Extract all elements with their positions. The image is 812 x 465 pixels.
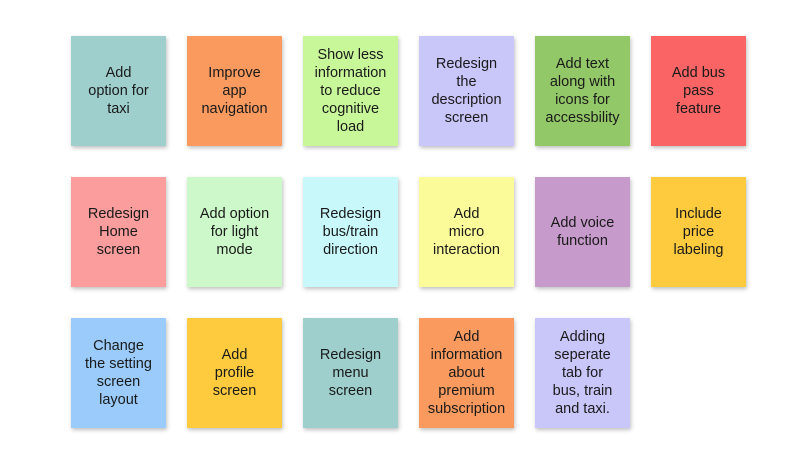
sticky-note-text: Redesign bus/train direction [319,206,382,258]
sticky-note-text: Change the setting screen layout [85,338,152,408]
sticky-note-text: Add bus pass feature [671,65,726,117]
sticky-note: Adding seperate tab for bus, train and t… [535,318,630,428]
sticky-note: Add profile screen [187,318,282,428]
sticky-note-text: Add option for taxi [88,65,149,117]
sticky-note: Show less information to reduce cognitiv… [303,36,398,146]
sticky-note: Redesign bus/train direction [303,177,398,287]
sticky-note: Redesign the description screen [419,36,514,146]
sticky-note-text: Adding seperate tab for bus, train and t… [552,329,613,417]
sticky-note: Add micro interaction [419,177,514,287]
sticky-note-text: Redesign menu screen [319,347,382,399]
sticky-note-text: Add information about premium subscripti… [427,329,506,417]
sticky-note-text: Add voice function [550,215,615,249]
sticky-note: Add option for light mode [187,177,282,287]
sticky-note: Add information about premium subscripti… [419,318,514,428]
sticky-note: Redesign Home screen [71,177,166,287]
sticky-note-text: Add micro interaction [433,206,500,258]
sticky-note: Redesign menu screen [303,318,398,428]
sticky-note: Include price labeling [651,177,746,287]
sticky-note: Add option for taxi [71,36,166,146]
sticky-note: Improve app navigation [187,36,282,146]
sticky-note: Add bus pass feature [651,36,746,146]
sticky-note: Add voice function [535,177,630,287]
sticky-note-text: Add profile screen [212,347,257,399]
sticky-note-text: Add text along with icons for accessbili… [545,56,620,126]
sticky-note-text: Redesign Home screen [87,206,150,258]
sticky-note-text: Show less information to reduce cognitiv… [314,47,387,135]
sticky-note-text: Redesign the description screen [431,56,502,126]
sticky-note: Change the setting screen layout [71,318,166,428]
sticky-note: Add text along with icons for accessbili… [535,36,630,146]
sticky-note-text: Improve app navigation [201,65,268,117]
sticky-note-text: Include price labeling [673,206,724,258]
sticky-note-text: Add option for light mode [199,206,270,258]
